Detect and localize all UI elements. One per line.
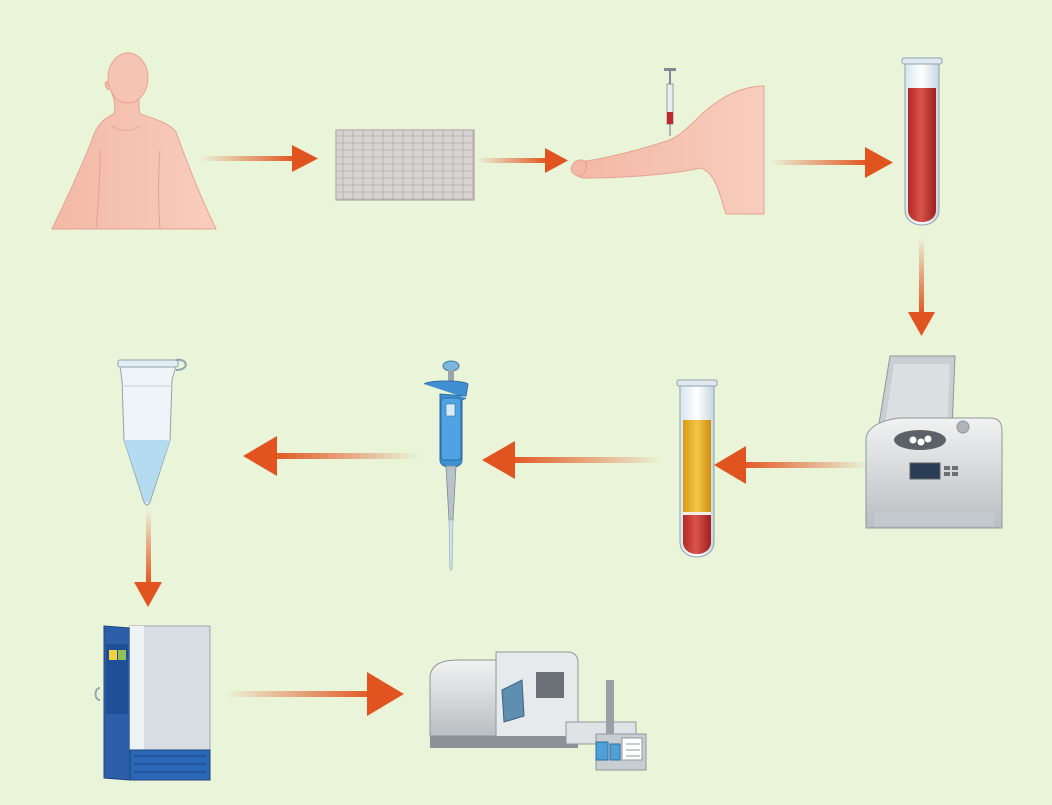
flow-arrows (134, 145, 935, 716)
pipette-icon (423, 360, 469, 571)
arrow-vial-to-freezer (134, 510, 162, 607)
arrow-tube-to-centrifuge (908, 237, 935, 336)
arrow-arm-to-tube (770, 147, 893, 178)
arrow-freezer-to-spectrometer (225, 672, 404, 716)
syringe-arm-icon (570, 68, 765, 215)
ultra-low-freezer-icon (94, 625, 211, 781)
human-torso-icon (51, 52, 217, 230)
microcentrifuge-tube-icon (117, 358, 187, 506)
arrow-patient-to-form (200, 145, 318, 172)
arrow-pipette-to-vial (243, 436, 420, 476)
arrow-centrifuge-to-separated-tube (714, 446, 868, 484)
blood-tube-icon (901, 57, 943, 226)
centrifuge-icon (865, 355, 1003, 529)
arrow-form-to-arm (476, 148, 568, 173)
syringe-icon (664, 68, 676, 136)
document-icon (335, 129, 475, 201)
mass-spectrometer-icon (429, 651, 647, 771)
arrow-separated-tube-to-pipette (482, 441, 663, 479)
separated-blood-tube-icon (676, 379, 718, 558)
